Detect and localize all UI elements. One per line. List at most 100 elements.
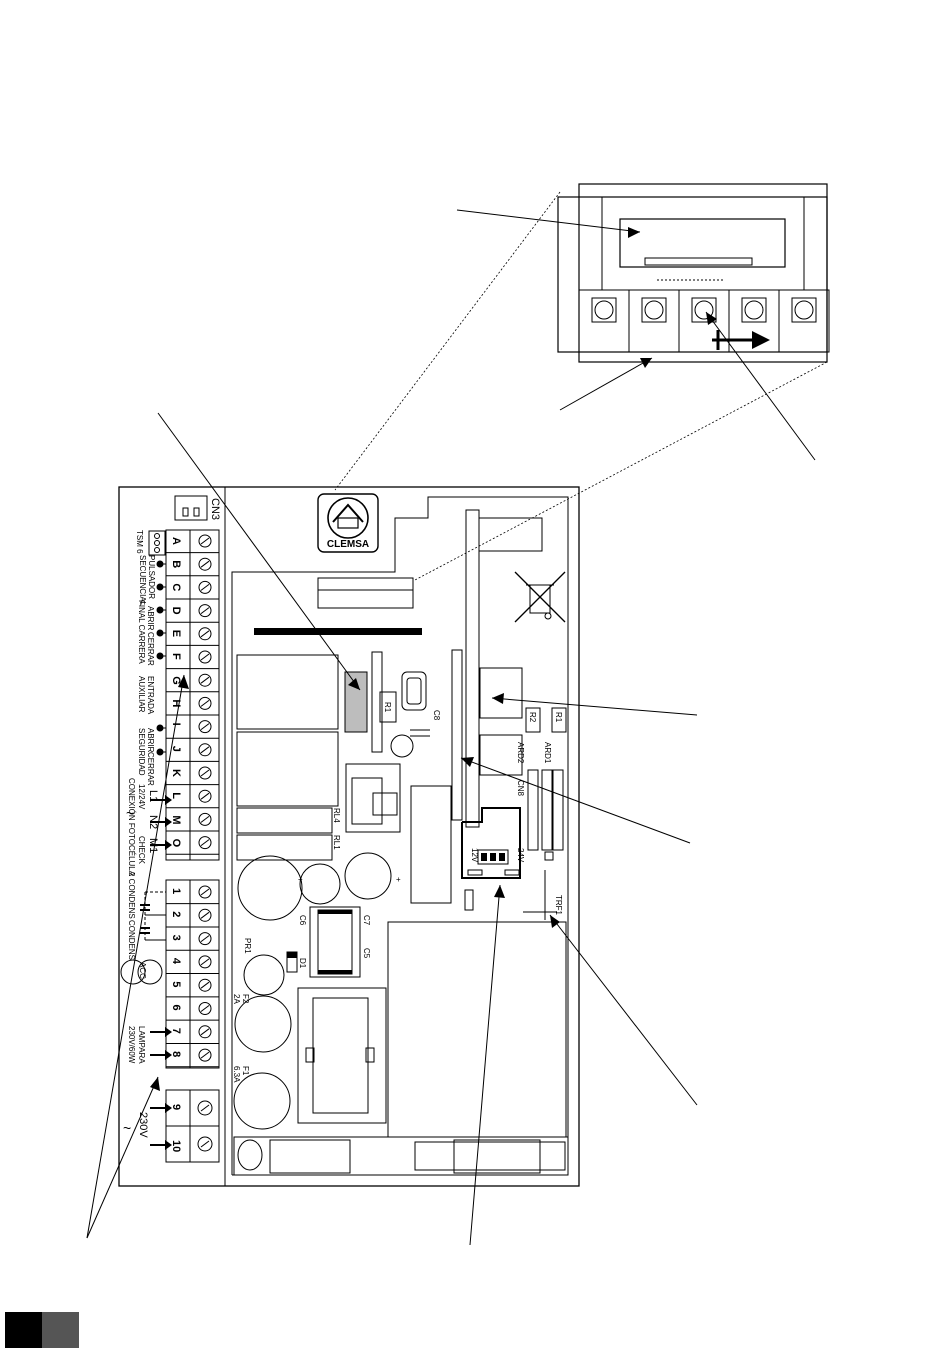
label-conexion-fotocelula: CONEXIÓN FOTOCÉLULA [127,778,136,877]
terminal-screw-slot [200,981,210,989]
terminal-screw [198,534,212,548]
label-secuencial: SECUENCIAL [138,555,147,607]
terminal-screw-slot [200,839,210,846]
terminal-F: F [170,653,182,660]
terminal-screw [198,1048,212,1062]
keypad-button-cap [744,300,764,320]
label-acc: ACC [138,962,147,979]
label-l1: L1 [147,790,159,802]
rl1-label: RL1 [332,835,341,850]
terminal-screw-slot [200,1028,210,1036]
label-n2: N2 [147,815,159,829]
terminal-screw [198,932,212,946]
wire-arrowhead [165,795,172,805]
terminal-strip-power: 910 [165,1089,220,1163]
terminal-H: H [170,699,182,707]
keypad-button-cap [644,300,664,320]
wire-arrowhead [165,1050,172,1060]
arrow-icon [712,330,770,350]
keypad-cell [578,289,630,353]
lcd-display [619,218,786,281]
terminal-7: 7 [170,1028,182,1034]
c7-label: C7 [362,915,371,926]
tsm6-jumper: TSM 6 [135,530,166,556]
terminal-screw [198,836,212,850]
terminal-screw [198,580,212,594]
terminal-3: 3 [170,935,182,941]
terminal-B: B [170,560,182,568]
r2-label: R2 [528,712,537,723]
keypad-cell [628,289,680,353]
terminal-screw-slot [200,792,210,800]
label-cerrar-2: CERRAR [146,752,155,786]
bottom-row [233,1136,569,1176]
wiring-labels: PULSADOR SECUENCIAL ABRIR CERRAR FINAL C… [127,555,159,1138]
terminal-screw-slot [200,560,210,568]
label-12v: 12V [470,848,479,863]
ard1-label: ARD1 [543,742,552,764]
terminal-screw-slot [200,911,210,919]
terminal-D: D [170,607,182,615]
f1-rating: 6.3A [232,1066,241,1083]
terminal-screw [198,627,212,641]
terminal-screw-slot [200,1005,210,1012]
wire-arrowhead [165,1027,172,1037]
wire-arrowhead [165,840,172,850]
tsm6-label: TSM 6 [135,530,144,554]
brand-logo: CLEMSA [317,493,379,553]
label-check: CHECK [137,836,146,865]
terminal-1: 1 [170,888,182,894]
voltage-jumper-block: 12V 24V [461,807,525,911]
terminal-screw [198,789,212,803]
terminal-screw [198,885,212,899]
r1-right-label: R1 [554,712,563,723]
f2-rating: 2A [232,994,241,1004]
home-logo-icon [327,497,369,539]
keypad-button [591,297,617,323]
label-cerrar-1: CERRAR [146,632,155,666]
acc-symbol [120,959,163,985]
ac-tilde-symbol-mains: ~ [123,1120,131,1136]
ac-tilde-symbol: ~ [126,805,134,821]
terminal-screw [198,812,212,826]
terminal-screw-slot [200,935,210,942]
terminal-screw [198,955,212,969]
wire-arrowhead [165,1103,172,1113]
label-auxiliar: AUXILIAR [137,676,146,713]
keypad-button-cap [594,300,614,320]
terminal-screw-slot [200,888,210,896]
transformer-block [387,921,567,1138]
terminal-screw [198,908,212,922]
terminal-L: L [170,792,182,799]
terminal-O: O [170,839,182,848]
keypad-button-cap [794,300,814,320]
trf1-label: TRF1 [554,895,563,916]
r1-board-label: R1 [383,702,392,713]
c5-c6-c7-capacitors: C6 C7 C5 D1 [286,906,371,978]
label-2-condens: 2 CONDENS [127,872,136,919]
keypad-button-cap [694,300,714,320]
cn3-connector: CN3 [174,495,221,521]
terminal-screw-slot [200,816,210,823]
keypad-button [691,297,717,323]
c8-label: C8 [432,710,441,721]
display-keypad-detail [334,183,830,581]
terminal-screw [198,557,212,571]
terminal-screw-slot [200,653,210,661]
label-abrir-1: ABRIR [146,606,155,631]
label-lampara: LAMPARA [137,1026,146,1064]
terminal-screw [198,1002,212,1015]
plus-mark: + [298,875,303,884]
terminal-screw-slot [200,630,210,638]
terminal-screw [198,604,212,618]
f1-label: F1 [241,1066,250,1076]
label-entrada: ENTRADA [146,676,155,715]
wire-arrowhead [165,1140,172,1150]
terminal-screw-slot [200,584,210,591]
relay-blocks: RL4 RL1 [236,654,341,861]
terminal-screw-slot [200,1140,210,1148]
keypad-button [741,297,767,323]
label-m1: M1 [147,838,159,853]
terminal-screw [198,766,212,780]
